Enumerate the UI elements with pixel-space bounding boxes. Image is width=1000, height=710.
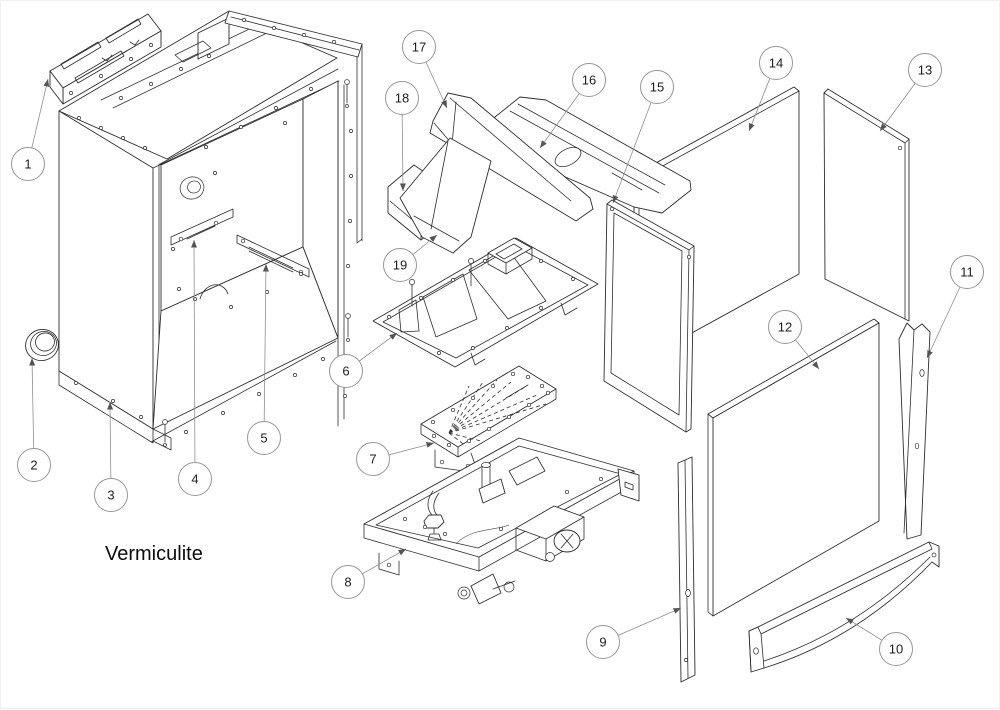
callout-18: 18 bbox=[385, 81, 419, 192]
callout-11: 11 bbox=[926, 255, 984, 359]
callout-15: 15 bbox=[612, 70, 674, 204]
callout-13: 13 bbox=[879, 53, 942, 132]
bolt bbox=[162, 79, 351, 447]
burner-plate bbox=[420, 365, 557, 474]
vermiculite-log-large bbox=[429, 92, 594, 222]
flue-collar-ring bbox=[25, 328, 59, 362]
svg-text:4: 4 bbox=[191, 472, 198, 487]
callout-8: 8 bbox=[331, 548, 407, 599]
svg-text:11: 11 bbox=[960, 265, 974, 280]
svg-text:7: 7 bbox=[369, 452, 376, 467]
svg-text:13: 13 bbox=[918, 63, 932, 78]
svg-text:10: 10 bbox=[889, 642, 903, 657]
vermiculite-log-front bbox=[399, 137, 492, 254]
callout-10: 10 bbox=[845, 617, 913, 666]
callout-4: 4 bbox=[178, 239, 212, 496]
svg-text:1: 1 bbox=[24, 157, 31, 172]
side-strip bbox=[677, 456, 696, 683]
burner-tray-assembly bbox=[363, 437, 640, 605]
callout-14: 14 bbox=[748, 46, 793, 132]
cabinet-body bbox=[58, 10, 363, 451]
wall-mounting-bracket bbox=[49, 13, 162, 105]
side-panel-right bbox=[823, 88, 910, 322]
svg-text:16: 16 bbox=[582, 73, 596, 88]
callout-6: 6 bbox=[329, 332, 398, 388]
svg-text:15: 15 bbox=[650, 80, 664, 95]
vermiculite-label: Vermiculite bbox=[105, 543, 203, 565]
callout-12: 12 bbox=[768, 310, 820, 370]
callout-3: 3 bbox=[94, 401, 128, 512]
svg-text:8: 8 bbox=[344, 575, 351, 590]
svg-text:5: 5 bbox=[260, 431, 267, 446]
callout-5: 5 bbox=[247, 263, 281, 455]
callout-19: 19 bbox=[383, 234, 438, 282]
side-fixing-bracket bbox=[898, 322, 931, 540]
callout-7: 7 bbox=[356, 442, 435, 476]
svg-text:3: 3 bbox=[107, 488, 114, 503]
svg-text:12: 12 bbox=[778, 320, 792, 335]
glass-panel bbox=[707, 318, 880, 617]
svg-text:18: 18 bbox=[395, 91, 409, 106]
svg-text:17: 17 bbox=[412, 40, 426, 55]
callout-16: 16 bbox=[539, 63, 606, 149]
callout-17: 17 bbox=[402, 30, 448, 109]
svg-text:6: 6 bbox=[342, 364, 349, 379]
door-frame bbox=[603, 199, 695, 433]
svg-text:9: 9 bbox=[599, 635, 606, 650]
callouts: 1 2 3 4 5 6 7 bbox=[11, 30, 984, 666]
callout-2: 2 bbox=[17, 357, 51, 482]
callout-1: 1 bbox=[11, 78, 50, 181]
svg-text:2: 2 bbox=[30, 458, 37, 473]
svg-text:14: 14 bbox=[769, 56, 783, 71]
callout-9: 9 bbox=[586, 607, 682, 659]
svg-text:19: 19 bbox=[393, 258, 407, 273]
top-plate bbox=[372, 237, 599, 368]
